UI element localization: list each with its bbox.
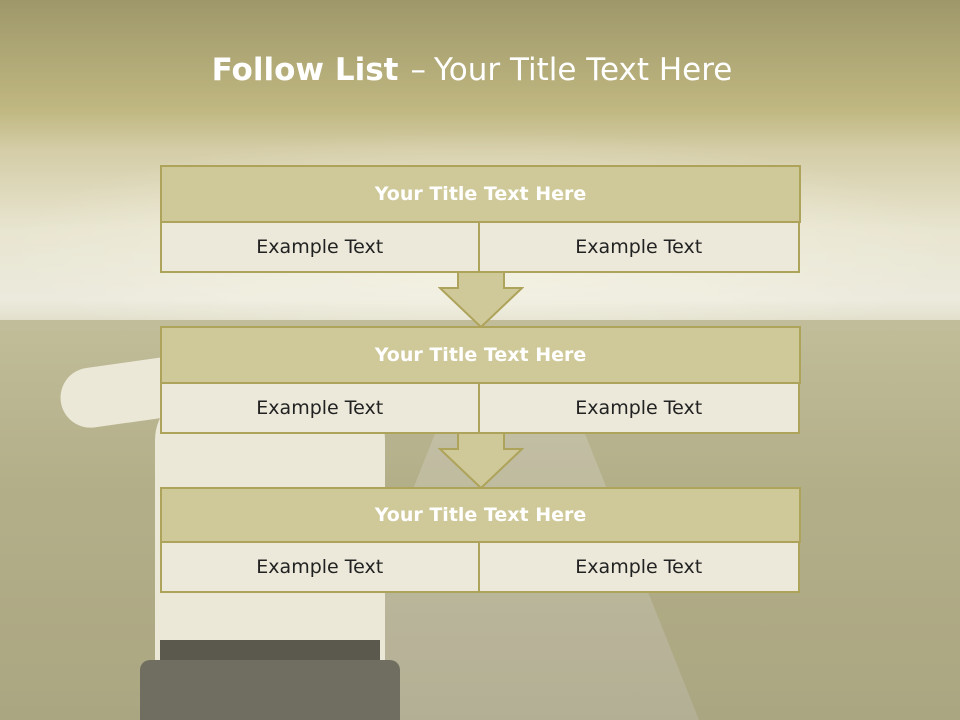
list-block-2: Your Title Text Here Example Text Exampl… xyxy=(160,326,801,434)
block-cell-right: Example Text xyxy=(479,384,800,434)
title-separator: – xyxy=(410,52,426,88)
block-cell-left: Example Text xyxy=(160,384,480,434)
block-row: Example Text Example Text xyxy=(160,384,800,434)
title-bar: Follow List–Your Title Text Here xyxy=(0,0,960,150)
block-title: Your Title Text Here xyxy=(160,165,801,223)
person-pants xyxy=(140,660,400,720)
block-cell-left: Example Text xyxy=(160,223,480,273)
background-person xyxy=(56,320,400,720)
block-row: Example Text Example Text xyxy=(160,223,800,273)
block-title: Your Title Text Here xyxy=(160,326,801,384)
title-bold: Follow List xyxy=(211,52,399,88)
block-cell-right: Example Text xyxy=(479,223,800,273)
block-title: Your Title Text Here xyxy=(160,487,801,543)
block-cell-left: Example Text xyxy=(160,543,480,593)
down-arrow-icon xyxy=(438,433,524,489)
down-arrow-icon xyxy=(438,272,524,328)
title-rest: Your Title Text Here xyxy=(433,52,733,88)
block-cell-right: Example Text xyxy=(479,543,800,593)
list-block-3: Your Title Text Here Example Text Exampl… xyxy=(160,487,801,593)
list-block-1: Your Title Text Here Example Text Exampl… xyxy=(160,165,801,273)
block-row: Example Text Example Text xyxy=(160,543,800,593)
slide-title: Follow List–Your Title Text Here xyxy=(0,52,944,88)
